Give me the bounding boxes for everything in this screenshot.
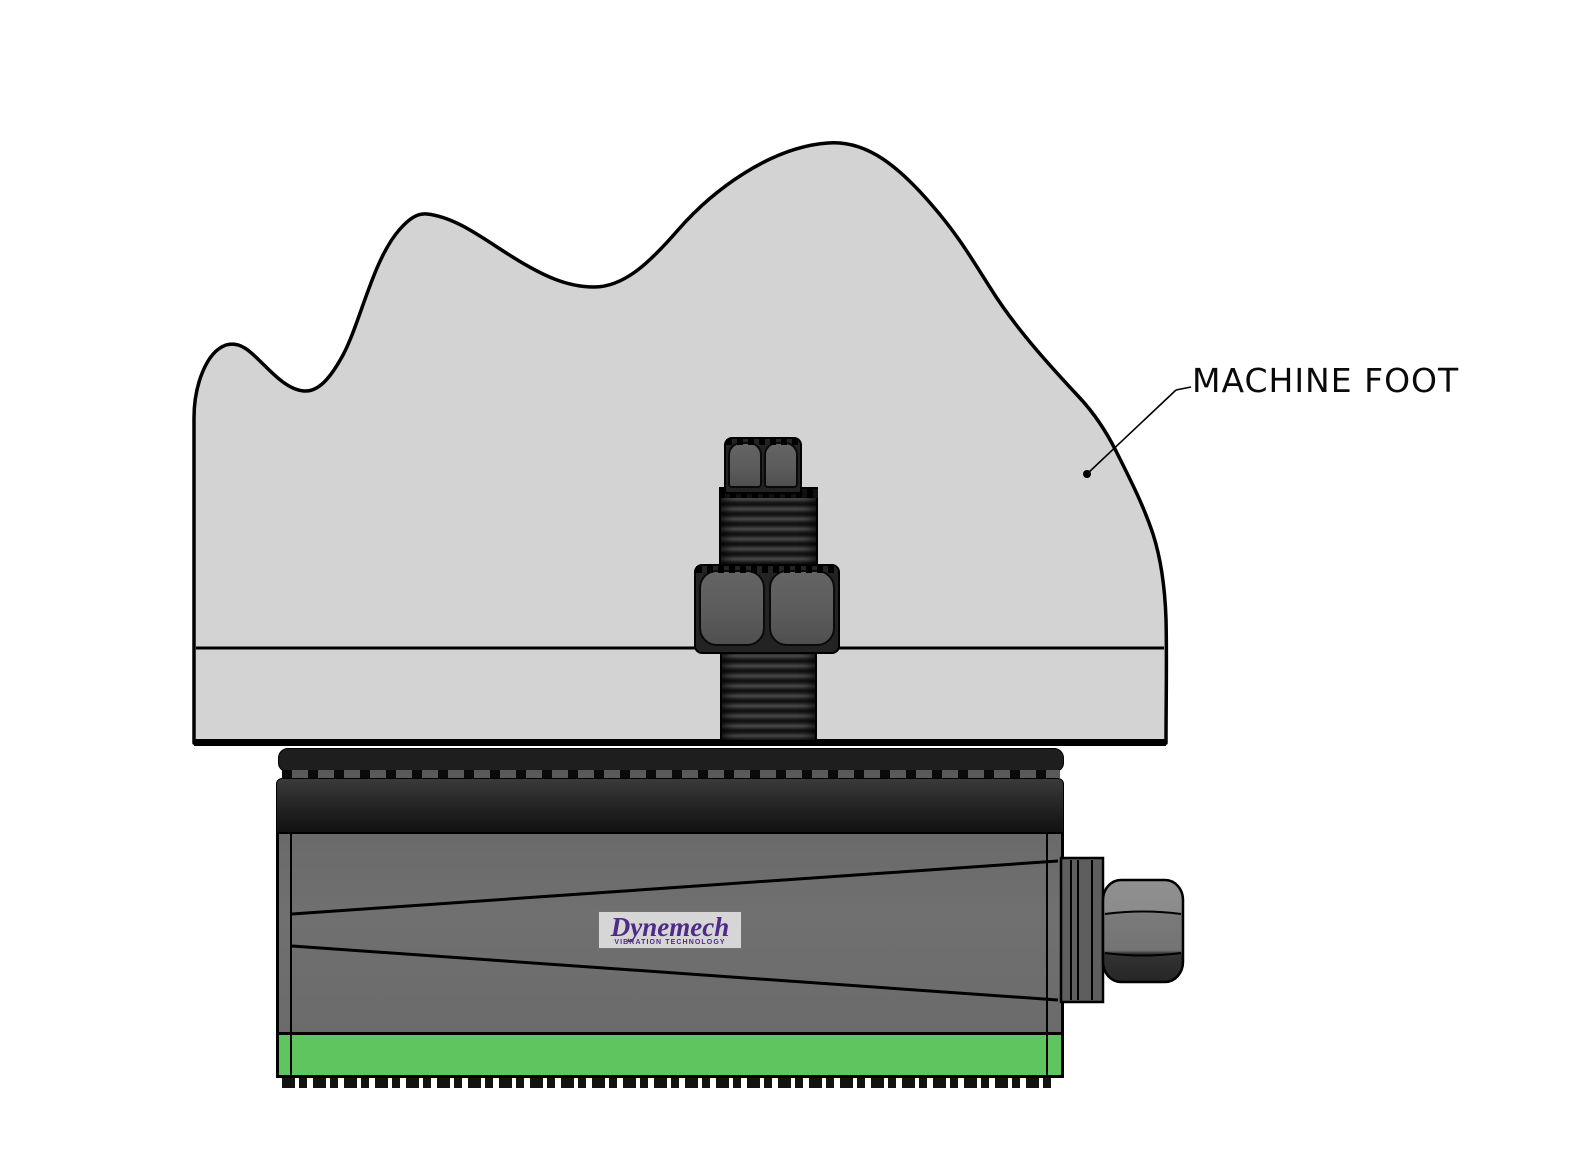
mount-top-plate (276, 778, 1064, 834)
clamping-nut-chamfer-serration (696, 566, 838, 573)
pad-seam (282, 770, 1060, 778)
machine-foot-label: MACHINE FOOT (1192, 361, 1460, 400)
dynemech-logo-text: Dynemech (610, 911, 730, 942)
clamping-nut-facet-left (699, 570, 765, 646)
clamping-nut-facet-right (769, 570, 835, 646)
anchor-bolt-lower-thread (720, 646, 817, 740)
bolt-head-chamfer-serration (726, 439, 800, 445)
anti-vibration-base-green (276, 1032, 1064, 1078)
adjuster-hex-nut (1101, 878, 1185, 984)
leader-line (1086, 389, 1177, 475)
body-left-rib-line (290, 832, 292, 1078)
top-rubber-pad (278, 748, 1064, 772)
bolt-head-facet-right (764, 442, 798, 488)
body-right-rib-line (1046, 832, 1048, 1078)
foot-bottom-edge (194, 739, 1166, 746)
leader-dot (1083, 470, 1091, 478)
leader-line-tick (1175, 386, 1192, 391)
pad-seam-serration (282, 770, 1060, 778)
machine-foot-shape (192, 141, 1169, 745)
anchor-bolt-upper-thread (719, 489, 818, 572)
adjuster-washer-stack (1059, 856, 1105, 1004)
adjuster-nut-facet-line-lower (1104, 952, 1182, 957)
base-serrated-grip (282, 1078, 1054, 1088)
clamping-hex-nut (694, 564, 840, 654)
dynemech-logo-plate: Dynemech VIBRATION TECHNOLOGY (599, 912, 741, 948)
adjuster-nut-facet-line-upper (1104, 910, 1182, 915)
bolt-head-facet-left (728, 442, 762, 488)
bolt-head-hex (724, 437, 802, 494)
dynemech-logo-tagline: VIBRATION TECHNOLOGY (614, 938, 726, 946)
